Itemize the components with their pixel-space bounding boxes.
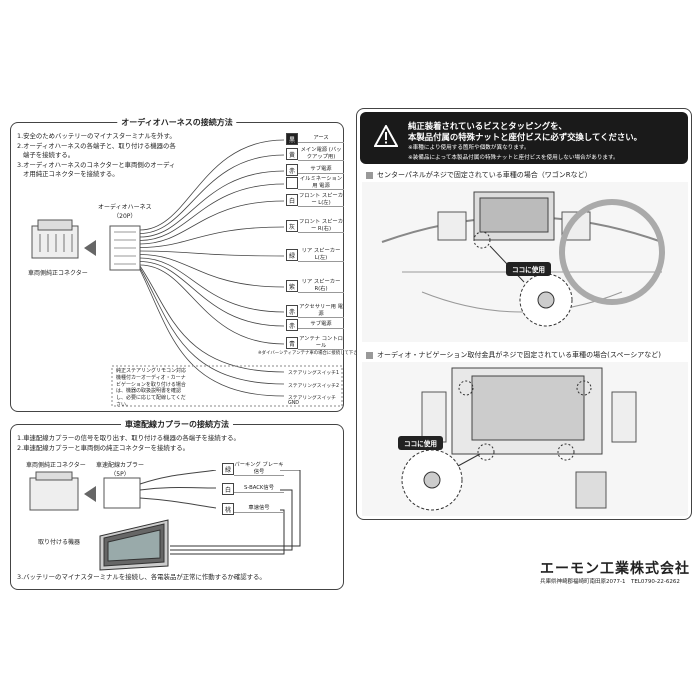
audio-harness-notes: 1.安全のためバッテリーのマイナスターミナルを外す。 2.オーディオハーネスの各… bbox=[17, 132, 176, 179]
wire-function-label: パーキング ブレーキ信号 bbox=[234, 462, 284, 476]
wire-color-box: 赤 bbox=[286, 305, 298, 317]
device-label: 取り付ける機器 bbox=[38, 539, 81, 546]
vehicle-connector-label: 車両側純正コネクター bbox=[28, 270, 88, 277]
steering-wire bbox=[139, 269, 285, 397]
harness-wire bbox=[139, 226, 285, 248]
audio-harness-panel bbox=[10, 122, 344, 412]
case2-dashboard-illustration bbox=[362, 362, 688, 516]
wire-function-label: サブ電源 bbox=[298, 166, 344, 174]
harness-wire bbox=[139, 183, 285, 241]
company-name: エーモン工業株式会社 bbox=[540, 561, 690, 577]
wire-function-label: アンテナ コントロール bbox=[298, 336, 344, 350]
speed-coupler-title: 車速配線カプラーの接続方法 bbox=[121, 419, 233, 430]
wire-function-label: アース bbox=[298, 135, 344, 143]
harness-wire bbox=[139, 200, 285, 245]
steering-wire bbox=[139, 267, 285, 385]
wire-color-box: 緑 bbox=[286, 249, 298, 261]
warning-icon bbox=[374, 125, 398, 147]
harness-wire-row: 緑リア スピーカー L(左) bbox=[286, 248, 344, 262]
harness-wire bbox=[139, 254, 285, 288]
wire-function-label: イルミネーション用 電源 bbox=[298, 176, 344, 190]
speed-coupler-notes: 1.車速配線カプラーの信号を取り出す、取り付ける機器の各端子を接続する。 2.車… bbox=[17, 434, 240, 452]
wire-function-label: リア スピーカー R(右) bbox=[298, 279, 344, 293]
harness-wire bbox=[139, 250, 285, 257]
harness-wire bbox=[139, 139, 285, 231]
wire-function-label: サブ電源 bbox=[298, 321, 344, 329]
wire-color-box: 白 bbox=[222, 483, 234, 495]
harness-wire-row: 灰フロント スピーカー R(右) bbox=[286, 219, 344, 233]
steering-wire-1: ステアリングスイッチ1 bbox=[288, 371, 340, 376]
wire-color-box: 紫 bbox=[286, 280, 298, 292]
harness-wire-row: 赤サブ電源 bbox=[286, 164, 344, 176]
wire-color-box: 青 bbox=[286, 337, 298, 349]
antenna-note: ※ダイバーシティアンテナ車の場合に接続して下さい bbox=[258, 351, 362, 356]
wire-color-box: 黒 bbox=[286, 133, 298, 145]
wire-color-box: 灰 bbox=[286, 220, 298, 232]
wire-color-box: 桃 bbox=[222, 503, 234, 515]
wire-function-label: S-BACK信号 bbox=[234, 485, 284, 493]
company-address: 兵庫県神崎郡福崎町南田原2077-1 TEL0790-22-6262 bbox=[540, 579, 680, 585]
wire-function-label: メイン電源 (バックアップ用) bbox=[298, 147, 344, 161]
harness-wire-row: 赤アクセサリー用 電源 bbox=[286, 304, 344, 318]
speed-coupler-diagram bbox=[29, 470, 301, 571]
audio-harness-title: オーディオハーネスの接続方法 bbox=[117, 117, 237, 128]
steering-wire-gnd: ステアリングスイッチ GND bbox=[288, 396, 336, 406]
harness-wire-row: 黒アース bbox=[286, 133, 344, 145]
harness-wire bbox=[139, 257, 285, 313]
wire-function-label: フロント スピーカー R(右) bbox=[298, 219, 344, 233]
harness-wire-row: イルミネーション用 電源 bbox=[286, 176, 344, 190]
wire-function-label: 車速信号 bbox=[234, 505, 284, 513]
harness-wire bbox=[139, 154, 285, 234]
case1-caption: センターパネルがネジで固定されている車種の場合（ワゴンRなど） bbox=[366, 170, 592, 180]
harness-wire-row: 黄メイン電源 (バックアップ用) bbox=[286, 147, 344, 161]
harness-wire-row: 青アンテナ コントロール bbox=[286, 336, 344, 350]
harness-wire-row: 赤サブ電源 bbox=[286, 319, 344, 331]
wire-function-label: フロント スピーカー L(左) bbox=[298, 193, 344, 207]
harness-wire bbox=[139, 264, 285, 345]
speed-wire-row: 緑パーキング ブレーキ信号 bbox=[222, 462, 284, 476]
wire-color-box: 赤 bbox=[286, 319, 298, 331]
case2-caption: オーディオ・ナビゲーション取付金具がネジで固定されている車種の場合(スペーシアな… bbox=[366, 350, 661, 360]
wire-color-box: 黄 bbox=[286, 148, 298, 160]
harness-wire bbox=[139, 261, 285, 327]
harness-wire bbox=[139, 170, 285, 238]
wire-color-box bbox=[286, 177, 298, 189]
steering-note: 純正ステアリングリモコン対応 機種付カーオーディオ・カーナ ビゲーションを取り付… bbox=[116, 368, 187, 408]
warning-banner: 純正装着されているビスとタッピングを、 本製品付属の特殊ナットと座付ビスに必ず交… bbox=[360, 112, 688, 164]
wire-function-label: アクセサリー用 電源 bbox=[298, 304, 344, 318]
speed-wire-row: 桃車速信号 bbox=[222, 503, 284, 515]
case2-callout: ココに使用 bbox=[398, 436, 443, 450]
vehicle-connector-drawing bbox=[31, 219, 79, 259]
harness-wire-row: 白フロント スピーカー L(左) bbox=[286, 193, 344, 207]
head-unit-drawing bbox=[99, 519, 169, 571]
speed-vehicle-connector-label: 車両側純正コネクター bbox=[26, 462, 86, 469]
case1-callout: ココに使用 bbox=[506, 262, 551, 276]
wire-function-label: リア スピーカー L(左) bbox=[298, 248, 344, 262]
steering-wire-2: ステアリングスイッチ2 bbox=[288, 384, 340, 389]
wire-color-box: 赤 bbox=[286, 164, 298, 176]
harness-label: オーディオハーネス （20P） bbox=[98, 204, 152, 220]
steering-wire bbox=[139, 265, 285, 373]
harness-wire-row: 紫リア スピーカー R(右) bbox=[286, 279, 344, 293]
wire-color-box: 白 bbox=[286, 194, 298, 206]
speed-final-note: 3.バッテリーのマイナスターミナルを接続し、各電装品が正常に作動するか確認する。 bbox=[17, 573, 266, 581]
wire-color-box: 緑 bbox=[222, 463, 234, 475]
harness-diagram bbox=[31, 139, 343, 407]
speed-coupler-label: 車速配線カプラー （5P） bbox=[96, 462, 145, 478]
